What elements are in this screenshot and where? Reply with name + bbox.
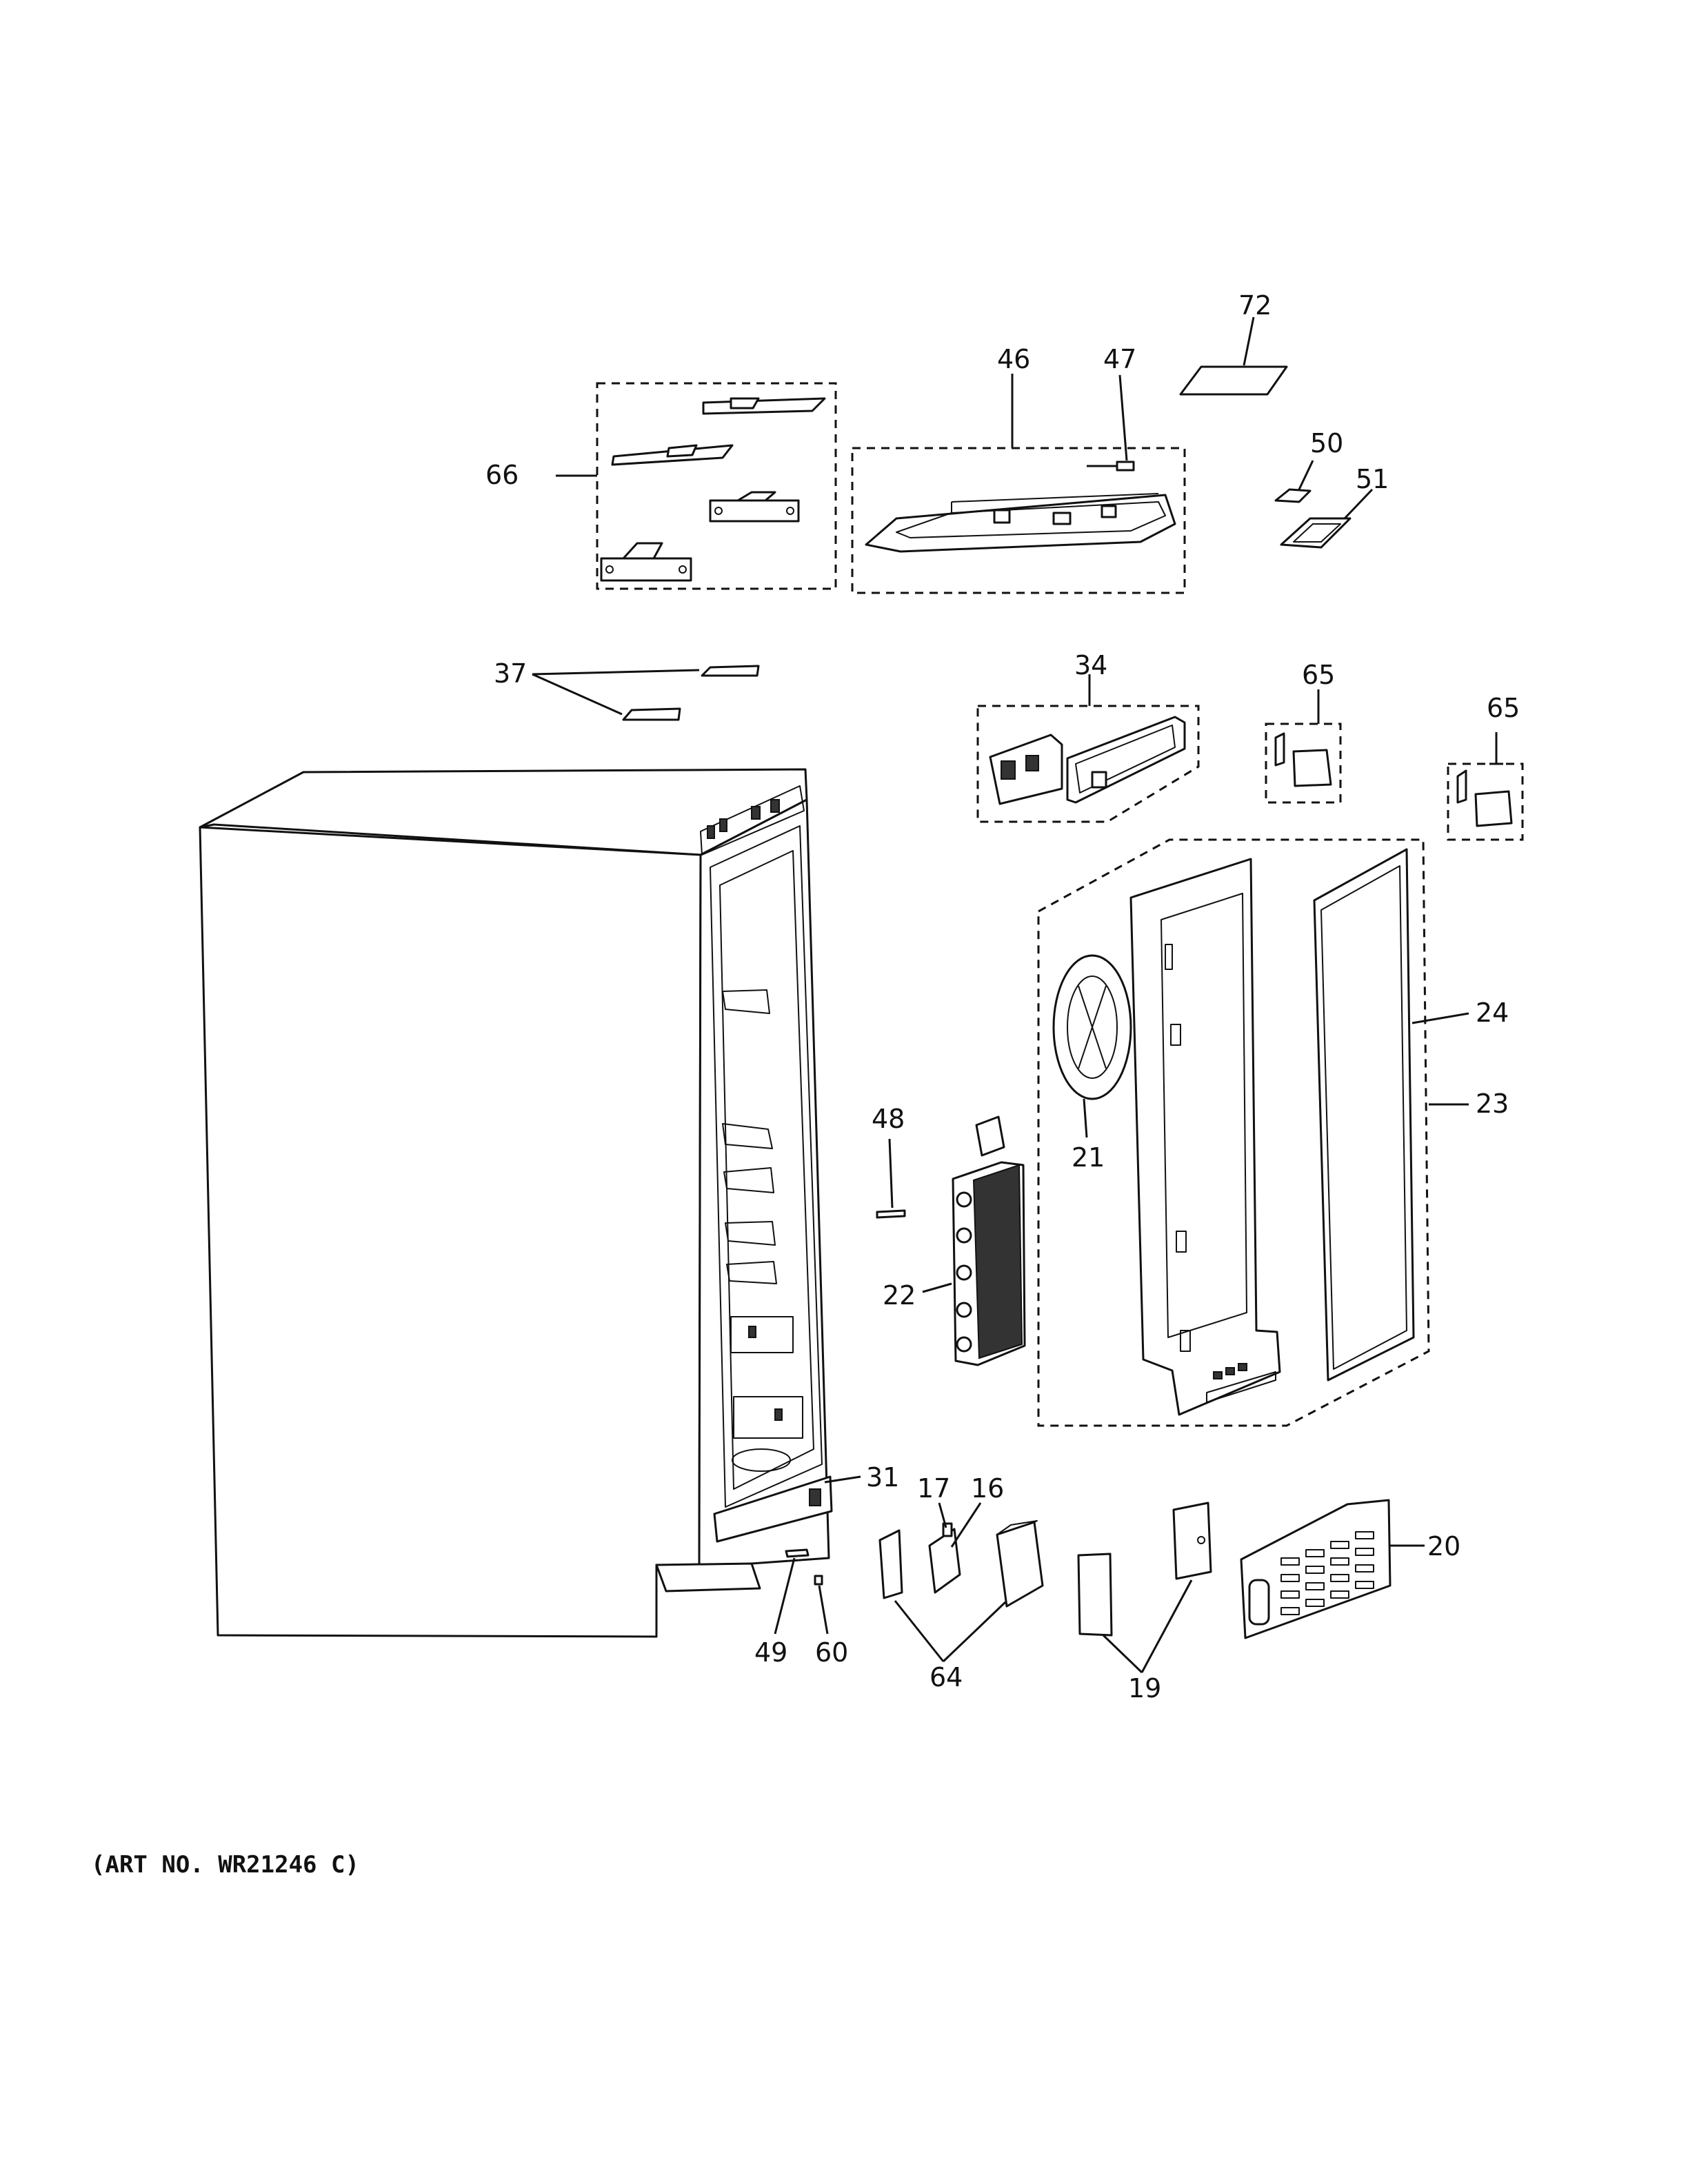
- part-37a: [701, 665, 760, 677]
- part-group-23: 21 24 23: [1037, 838, 1509, 1427]
- part-group-65a: 65: [1265, 660, 1342, 804]
- part-64a: [878, 1529, 903, 1599]
- part-group-37: 37: [494, 658, 760, 721]
- callout-49: 49: [754, 1637, 787, 1668]
- evaporator-tubes: [975, 1115, 1005, 1157]
- callout-60: 60: [815, 1637, 848, 1668]
- panel-24: [1313, 848, 1415, 1382]
- evaporator-cover: [1129, 858, 1281, 1416]
- callout-64: 64: [930, 1662, 963, 1692]
- callout-48: 48: [872, 1104, 905, 1134]
- part-19b: [1172, 1502, 1212, 1580]
- bracket-66c-clip: [736, 491, 776, 502]
- part-22: 22: [883, 1115, 1026, 1366]
- callout-20: 20: [1427, 1531, 1460, 1561]
- part-72: 72: [1179, 290, 1288, 396]
- part-group-46: 46 47: [851, 344, 1186, 594]
- part-50: [1274, 488, 1312, 503]
- lower-strip: [713, 1475, 833, 1543]
- part-65b-block: [1474, 790, 1513, 827]
- part-group-66: 66: [485, 382, 837, 590]
- art-number: (ART NO. WR21246 C): [91, 1851, 359, 1879]
- callout-21: 21: [1072, 1142, 1105, 1173]
- dashed-box-46: [851, 447, 1186, 594]
- part-47: [1116, 461, 1135, 472]
- part-37b: [622, 707, 681, 721]
- part-20: 20: [1240, 1499, 1460, 1639]
- kick-plate: [655, 1562, 761, 1593]
- bracket-66d-clip: [622, 542, 663, 560]
- callout-37: 37: [494, 658, 527, 689]
- callout-46: 46: [997, 344, 1030, 374]
- part-16-17: [928, 1528, 961, 1594]
- part-65a-block: [1292, 749, 1332, 787]
- part-64b: [996, 1521, 1044, 1608]
- callout-66: 66: [485, 460, 519, 490]
- part-group-50-51: 50 51: [1274, 428, 1389, 549]
- part-49: [785, 1548, 810, 1558]
- part-65a-clip: [1274, 732, 1285, 767]
- part-group-49-60: 49 60: [754, 1548, 848, 1668]
- callout-72: 72: [1238, 290, 1272, 321]
- callout-17: 17: [917, 1473, 950, 1504]
- evaporator-fins: [972, 1164, 1023, 1359]
- screw-48: [876, 1209, 906, 1219]
- callout-19: 19: [1128, 1673, 1161, 1703]
- callout-34: 34: [1074, 650, 1107, 680]
- bracket-66a-tab: [730, 397, 760, 410]
- part-48: 48: [872, 1104, 906, 1219]
- callout-65b: 65: [1487, 693, 1520, 723]
- dashed-box-65b: [1447, 762, 1524, 841]
- dashed-box-65a: [1265, 722, 1342, 804]
- callout-47: 47: [1103, 344, 1136, 374]
- part-60: [814, 1575, 823, 1586]
- callout-65a: 65: [1302, 660, 1335, 690]
- dashed-box-66: [596, 382, 837, 590]
- part-group-65b: 65: [1447, 693, 1524, 841]
- part-group-19: 19: [1077, 1502, 1212, 1703]
- dashed-box-23: [1037, 838, 1430, 1427]
- refrigerator-cabinet: 31: [199, 768, 899, 1638]
- bracket-66b-tab: [666, 444, 698, 458]
- part-51: [1280, 517, 1352, 549]
- callout-31: 31: [866, 1462, 899, 1493]
- dashed-box-34: [976, 705, 1200, 823]
- bracket-66d: [600, 557, 692, 582]
- callout-51: 51: [1356, 464, 1389, 494]
- callout-23: 23: [1476, 1089, 1509, 1119]
- label-72: [1179, 365, 1288, 396]
- callout-16: 16: [971, 1473, 1004, 1504]
- callout-24: 24: [1476, 998, 1509, 1028]
- bracket-66c: [709, 499, 800, 523]
- cabinet-side: [199, 826, 702, 1638]
- part-65b-clip: [1456, 769, 1467, 804]
- part-group-34: 34: [976, 650, 1200, 823]
- part-19a: [1077, 1553, 1113, 1637]
- part-group-64: 17 16 64: [878, 1473, 1044, 1692]
- callout-22: 22: [883, 1280, 916, 1311]
- bracket-66a: [702, 397, 826, 415]
- callout-50: 50: [1310, 428, 1343, 458]
- grille-20: [1240, 1499, 1391, 1639]
